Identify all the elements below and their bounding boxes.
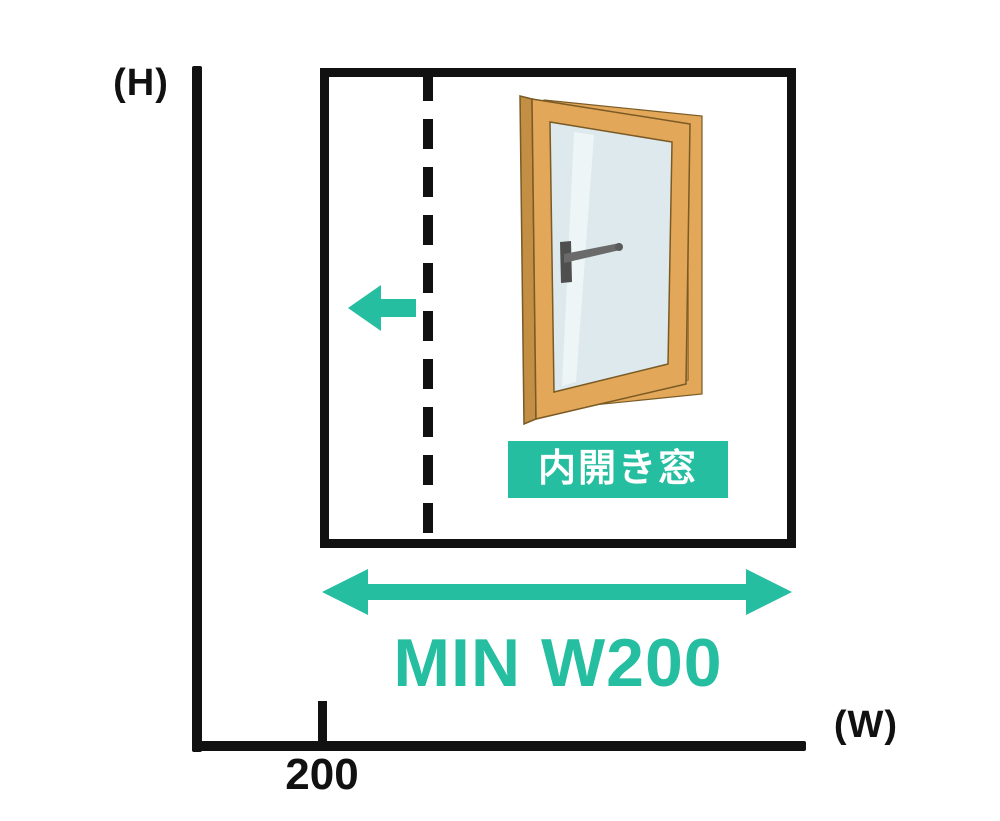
open-sash xyxy=(519,95,691,426)
vertical-axis xyxy=(192,66,202,752)
min-width-dashed-line xyxy=(423,71,433,545)
double-arrow-icon xyxy=(322,569,792,615)
tick-label-200: 200 xyxy=(285,750,359,799)
left-arrow-icon xyxy=(348,285,416,331)
min-width-label: MIN W200 xyxy=(393,625,723,701)
window-frame-box xyxy=(320,68,796,548)
casement-window-illustration xyxy=(519,95,703,426)
w-axis-label: (W) xyxy=(833,704,899,746)
window-type-label: 内開き窓 xyxy=(508,441,728,498)
h-axis-label: (H) xyxy=(113,62,169,104)
axis-tick-200 xyxy=(318,701,327,741)
window-handle xyxy=(560,241,623,283)
horizontal-axis xyxy=(192,741,806,751)
